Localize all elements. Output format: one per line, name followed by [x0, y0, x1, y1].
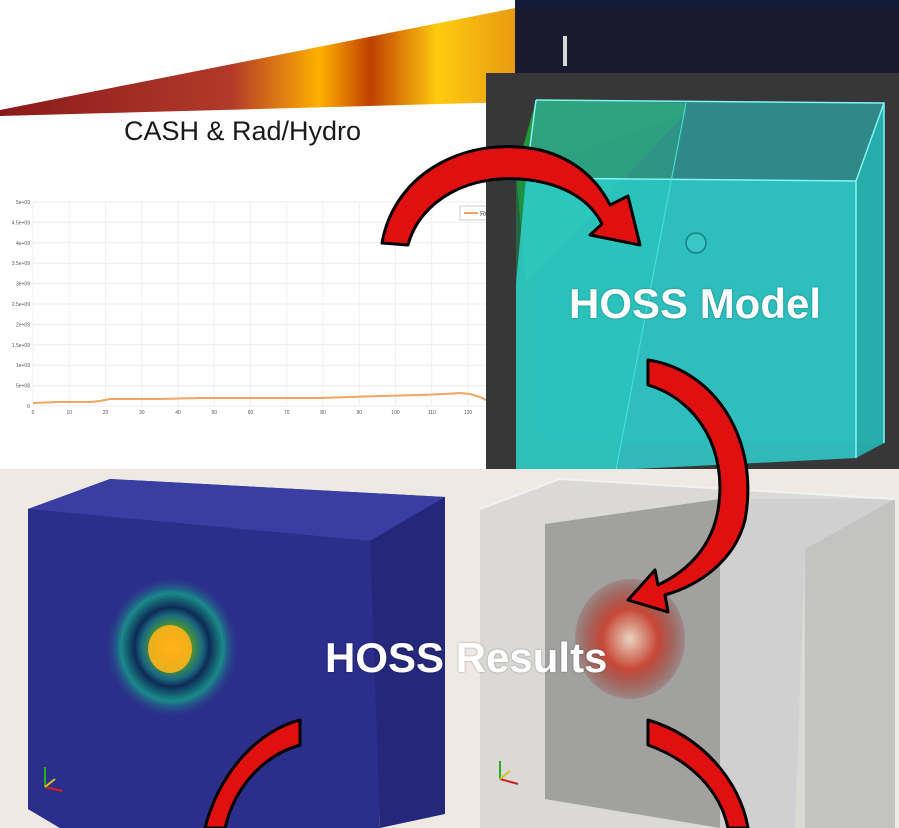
cash-wedge-render — [0, 8, 515, 116]
x-tick-label: 80 — [320, 410, 326, 416]
x-tick-label: 0 — [32, 410, 35, 416]
y-tick-label: 2e+09 — [16, 322, 30, 328]
y-tick-label: 2.5e+09 — [12, 302, 30, 308]
hoss-results-render — [28, 477, 896, 828]
x-tick-label: 100 — [391, 410, 400, 416]
x-tick-label: 20 — [103, 410, 109, 416]
cash-panel: CASH & Rad/Hydro 5e+09 4.5e+09 4e+09 3.5e+0… — [0, 0, 515, 470]
x-tick-label: 40 — [175, 410, 181, 416]
y-tick-label: 4e+09 — [16, 241, 30, 247]
x-tick-label: 30 — [139, 410, 145, 416]
x-tick-label: 70 — [284, 410, 290, 416]
hoss-model-panel — [486, 73, 899, 470]
hoss-model-render — [516, 99, 885, 470]
y-tick-label: 3.5e+09 — [12, 261, 30, 267]
divider-mark — [563, 36, 567, 66]
x-tick-label: 90 — [356, 410, 362, 416]
cash-rad-hydro-label: CASH & Rad/Hydro — [123, 116, 362, 146]
y-tick-label: 4.5e+09 — [12, 220, 30, 226]
hoss-model-label: HOSS Model — [569, 280, 822, 327]
x-tick-label: 10 — [66, 410, 72, 416]
x-tick-label: 120 — [464, 410, 473, 416]
y-tick-label: 1e+09 — [16, 363, 30, 369]
hoss-results-label: HOSS Results — [325, 634, 608, 681]
y-tick-label: 0 — [27, 404, 30, 410]
x-tick-label: 50 — [211, 410, 217, 416]
y-tick-label: 3e+09 — [16, 282, 30, 288]
y-tick-label: 5e+09 — [16, 200, 30, 206]
y-tick-label: 1.5e+09 — [12, 343, 30, 349]
hoss-results-panel — [0, 469, 899, 828]
x-tick-label: 60 — [248, 410, 254, 416]
line-plot: 5e+09 4.5e+09 4e+09 3.5e+09 3e+09 2.5e+09 2e+0… — [12, 200, 495, 416]
y-tick-label: 5e+08 — [16, 384, 30, 390]
x-tick-label: 110 — [428, 410, 436, 416]
